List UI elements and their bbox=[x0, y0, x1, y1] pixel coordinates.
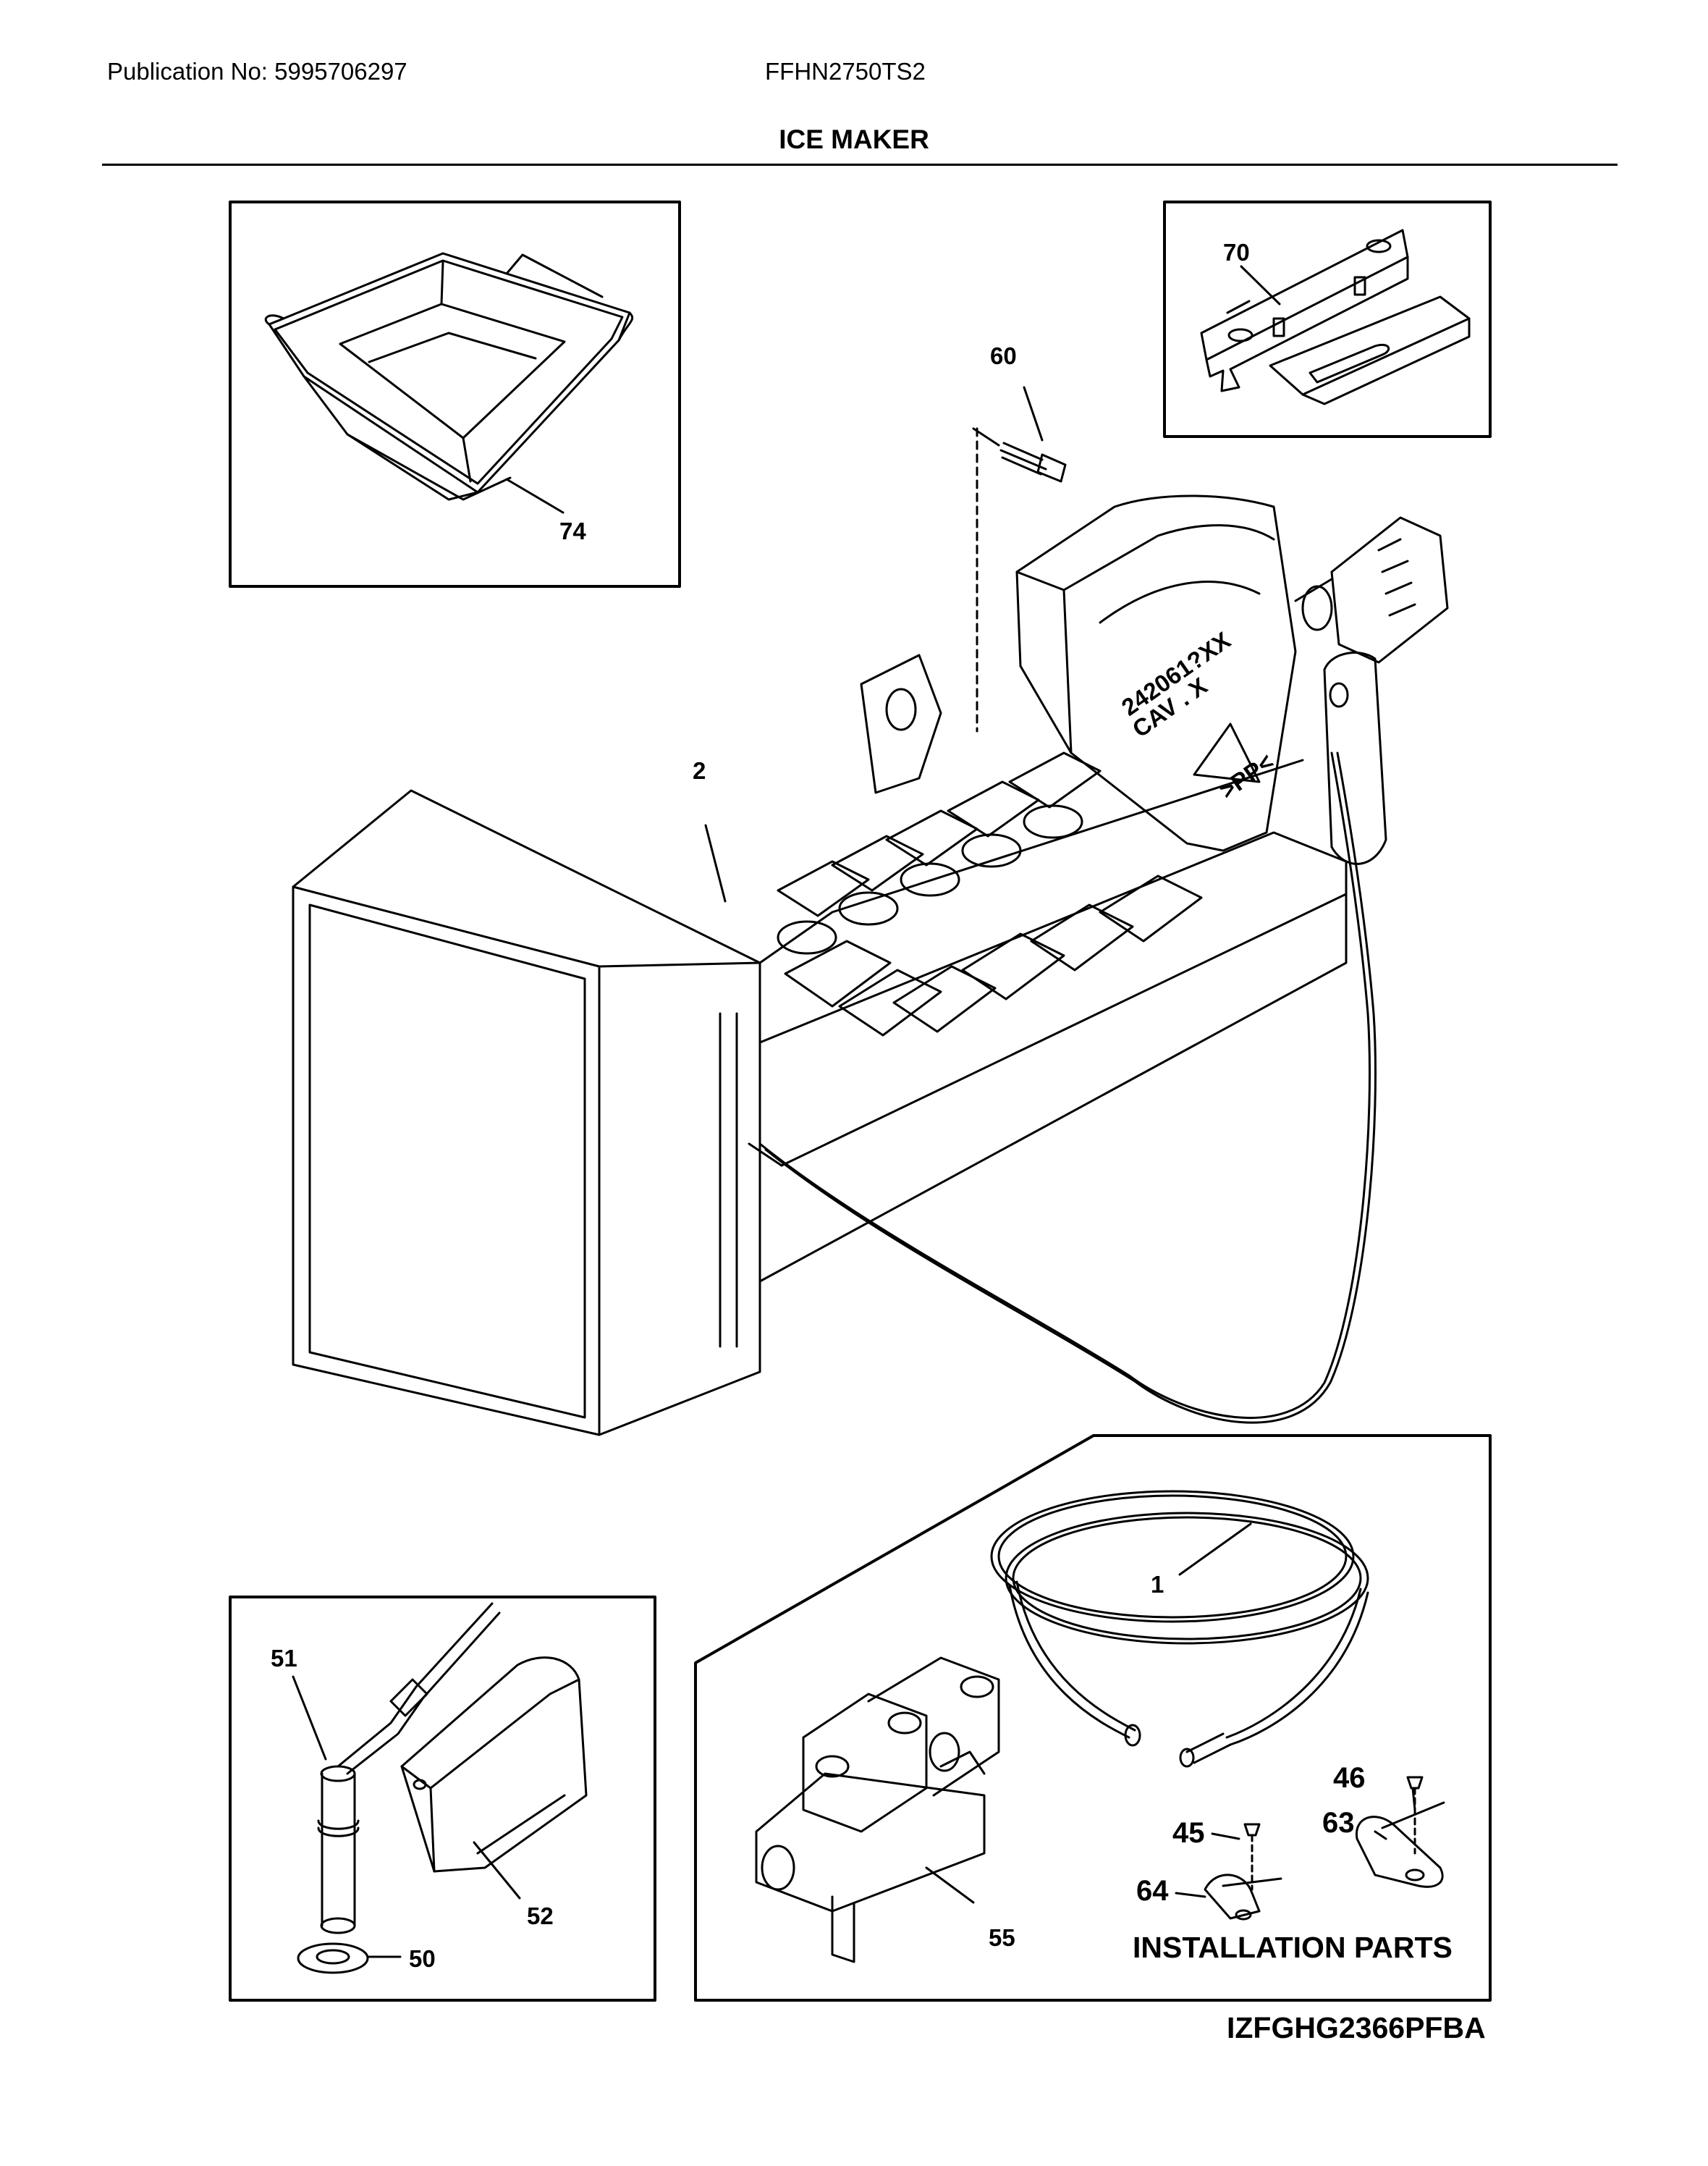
model-number: FFHN2750TS2 bbox=[765, 58, 926, 85]
wire-connector bbox=[1294, 516, 1449, 664]
wire-harness bbox=[758, 652, 1387, 1424]
mounting-bracket-drawing bbox=[1200, 229, 1471, 405]
callout-51: 51 bbox=[271, 1645, 297, 1672]
leader-63 bbox=[1374, 1830, 1387, 1840]
fill-tube-51 bbox=[317, 1602, 501, 1934]
leader-64 bbox=[1175, 1892, 1206, 1898]
water-tubing-coil bbox=[990, 1490, 1369, 1768]
ice-bucket-drawing bbox=[264, 252, 634, 501]
leader-45 bbox=[1211, 1832, 1240, 1840]
callout-70: 70 bbox=[1223, 239, 1250, 266]
page-title: ICE MAKER bbox=[779, 125, 929, 154]
leader-2 bbox=[704, 824, 727, 903]
tube-clamp-63 bbox=[1356, 1776, 1445, 1888]
ice-bucket-panel: 74 bbox=[229, 201, 681, 588]
leader-74 bbox=[505, 478, 565, 514]
callout-1: 1 bbox=[1151, 1571, 1164, 1598]
water-valve bbox=[755, 1656, 1000, 1963]
callout-74: 74 bbox=[559, 518, 586, 544]
ice-mold-cups bbox=[777, 804, 1083, 955]
callout-2: 2 bbox=[693, 757, 706, 784]
fill-tube-panel: 51 52 50 bbox=[229, 1596, 656, 2002]
washer-50 bbox=[297, 1942, 369, 1974]
installation-parts-panel: 1 55 46 63 bbox=[694, 1434, 1492, 2002]
ejector-blades bbox=[777, 751, 1203, 1037]
leader-60 bbox=[1023, 386, 1044, 442]
callout-45: 45 bbox=[1172, 1817, 1205, 1849]
recycle-symbol bbox=[1193, 722, 1261, 783]
callout-55: 55 bbox=[989, 1924, 1015, 1951]
ice-maker-assembly: 242061?XX CAV . X >PP< 2 bbox=[292, 494, 1449, 1436]
diagram-code: IZFGHG2366PFBA bbox=[1227, 2011, 1486, 2044]
callout-63: 63 bbox=[1322, 1807, 1355, 1839]
publication-number: Publication No: 5995706297 bbox=[107, 58, 407, 85]
callout-64: 64 bbox=[1136, 1875, 1169, 1907]
callout-50: 50 bbox=[409, 1945, 436, 1972]
leader-55 bbox=[925, 1866, 975, 1904]
callout-46: 46 bbox=[1333, 1762, 1366, 1794]
leader-1 bbox=[1178, 1522, 1252, 1576]
fill-cup bbox=[1015, 494, 1297, 852]
bracket-panel: 70 bbox=[1163, 201, 1492, 438]
screw-60: 60 bbox=[972, 342, 1067, 733]
callout-60: 60 bbox=[990, 342, 1017, 369]
leader-52 bbox=[473, 1841, 521, 1900]
callout-52: 52 bbox=[527, 1902, 554, 1929]
heater-cover-52 bbox=[400, 1656, 588, 1873]
leader-51 bbox=[292, 1675, 327, 1761]
tube-clamp-64 bbox=[1204, 1823, 1282, 1921]
header-rule bbox=[102, 164, 1618, 166]
leader-70 bbox=[1240, 265, 1281, 305]
installation-parts-label: INSTALLATION PARTS bbox=[1133, 1931, 1453, 1964]
